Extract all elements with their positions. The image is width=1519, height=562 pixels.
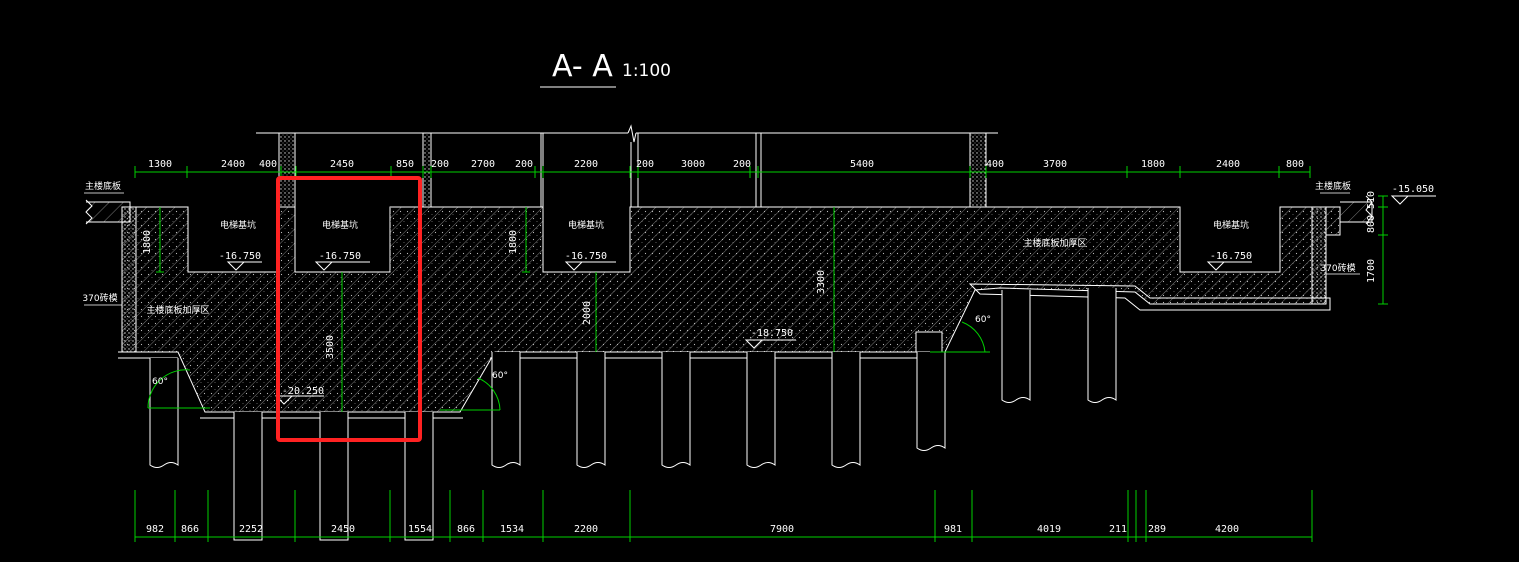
area-label: 电梯基坑 <box>322 219 358 231</box>
vertical-dimension-text: 800 <box>1366 215 1377 233</box>
highlight-box <box>276 176 422 442</box>
bottom-dimension-text: 211 <box>1109 524 1127 535</box>
top-dimension-text: 200 <box>515 159 533 170</box>
elevation-texts: -16.750 -16.750 -16.750 -16.750 -18.750 -20.2… <box>219 184 1434 397</box>
bottom-dimension-texts: 982 866 2252 2450 1554 866 1534 2200 7900 981 4019… <box>146 524 1239 535</box>
top-dimension-text: 3000 <box>681 159 705 170</box>
pile <box>491 352 521 468</box>
angle-text: 60° <box>492 371 508 381</box>
bottom-dimension-text: 866 <box>457 524 475 535</box>
elevation-text: -15.050 <box>1392 184 1434 195</box>
vertical-dimension-text: 2000 <box>582 301 593 325</box>
bottom-dimension-text: 982 <box>146 524 164 535</box>
pile <box>319 412 349 541</box>
area-label: 电梯基坑 <box>568 219 604 231</box>
title-scale: 1:100 <box>622 61 671 81</box>
area-label: 370砖模 <box>1320 262 1355 274</box>
angle-text: 60° <box>975 315 991 325</box>
top-dimension-text: 200 <box>431 159 449 170</box>
top-dimension-text: 2700 <box>471 159 495 170</box>
bottom-dimension-line <box>134 490 1313 542</box>
upper-structure <box>256 124 998 208</box>
slab-body <box>85 195 1373 419</box>
top-dimension-text: 5400 <box>850 159 874 170</box>
area-label: 主楼底板 <box>85 180 121 192</box>
bottom-dimension-text: 1554 <box>408 524 432 535</box>
bottom-dimension-text: 289 <box>1148 524 1166 535</box>
pile <box>916 352 946 451</box>
top-dimension-text: 2400 <box>1216 159 1240 170</box>
pile <box>576 352 606 468</box>
pile <box>1001 290 1031 403</box>
top-dimension-line <box>134 166 1311 178</box>
brick-mold-left <box>121 206 137 353</box>
title-main: A- A <box>552 49 613 84</box>
area-label: 主楼底板 <box>1315 180 1351 192</box>
top-dimension-text: 400 <box>986 159 1004 170</box>
bottom-dimension-text: 981 <box>944 524 962 535</box>
top-dimension-text: 850 <box>396 159 414 170</box>
vertical-dimension-text: 1800 <box>142 230 153 254</box>
bottom-dimension-text: 7900 <box>770 524 794 535</box>
elevation-text: -16.750 <box>1210 251 1252 262</box>
top-dimension-text: 2400 <box>221 159 245 170</box>
pile <box>149 358 179 468</box>
top-dimension-text: 200 <box>636 159 654 170</box>
top-dimension-text: 2200 <box>574 159 598 170</box>
bottom-dimension-text: 1534 <box>500 524 524 535</box>
area-label: 电梯基坑 <box>1213 219 1249 231</box>
vertical-dimension-text: 3300 <box>816 270 827 294</box>
bottom-dimension-text: 4019 <box>1037 524 1061 535</box>
area-label: 电梯基坑 <box>220 219 256 231</box>
area-label: 主楼底板加厚区 <box>146 304 209 316</box>
vertical-dimension-texts: 1800 1800 3500 2000 3300 510 800 1700 <box>142 191 1377 359</box>
bottom-dimension-text: 2450 <box>331 524 355 535</box>
piles <box>149 288 1117 541</box>
vertical-dimension-text: 510 <box>1366 191 1377 209</box>
elevation-text: -16.750 <box>219 251 261 262</box>
brick-mold-right <box>1311 206 1327 305</box>
bottom-dimension-text: 2252 <box>239 524 263 535</box>
bottom-dimension-text: 4200 <box>1215 524 1239 535</box>
drawing-title: A- A 1:100 <box>540 49 671 88</box>
top-dimension-text: 200 <box>733 159 751 170</box>
pile <box>404 412 434 541</box>
top-dimension-text: 3700 <box>1043 159 1067 170</box>
bottom-dimension-text: 2200 <box>574 524 598 535</box>
angle-texts: 60° 60° 60° <box>152 315 991 387</box>
top-dimension-text: 1800 <box>1141 159 1165 170</box>
vertical-dimension-text: 3500 <box>325 335 336 359</box>
pile <box>661 352 691 468</box>
top-dimension-texts: 1300 2400 400 2450 850 200 2700 200 2200 200 3000 2… <box>148 159 1304 170</box>
column-wall <box>422 132 432 208</box>
vertical-dimension-text: 1700 <box>1366 259 1377 283</box>
pile <box>233 412 263 541</box>
top-dimension-text: 2450 <box>330 159 354 170</box>
elevation-markers <box>226 195 1436 405</box>
pile <box>1087 288 1117 403</box>
top-dimension-text: 1300 <box>148 159 172 170</box>
top-dimension-text: 400 <box>259 159 277 170</box>
elevation-text: -16.750 <box>565 251 607 262</box>
label-leaders <box>84 192 1360 306</box>
area-label: 370砖模 <box>82 292 117 304</box>
bottom-dimension-text: 866 <box>181 524 199 535</box>
elevation-text: -16.750 <box>319 251 361 262</box>
column-wall <box>969 132 987 208</box>
area-labels: 主楼底板主楼底板电梯基坑电梯基坑电梯基坑电梯基坑主楼底板加厚区主楼底板加厚区37… <box>82 180 1355 316</box>
pile <box>831 352 861 468</box>
elevation-text: -20.250 <box>282 386 324 397</box>
area-label: 主楼底板加厚区 <box>1023 237 1086 249</box>
vertical-dimension-text: 1800 <box>508 230 519 254</box>
angle-text: 60° <box>152 377 168 387</box>
inner-dimension-lines <box>147 195 1388 412</box>
elevation-text: -18.750 <box>751 328 793 339</box>
top-dimension-text: 800 <box>1286 159 1304 170</box>
pile <box>746 352 776 468</box>
